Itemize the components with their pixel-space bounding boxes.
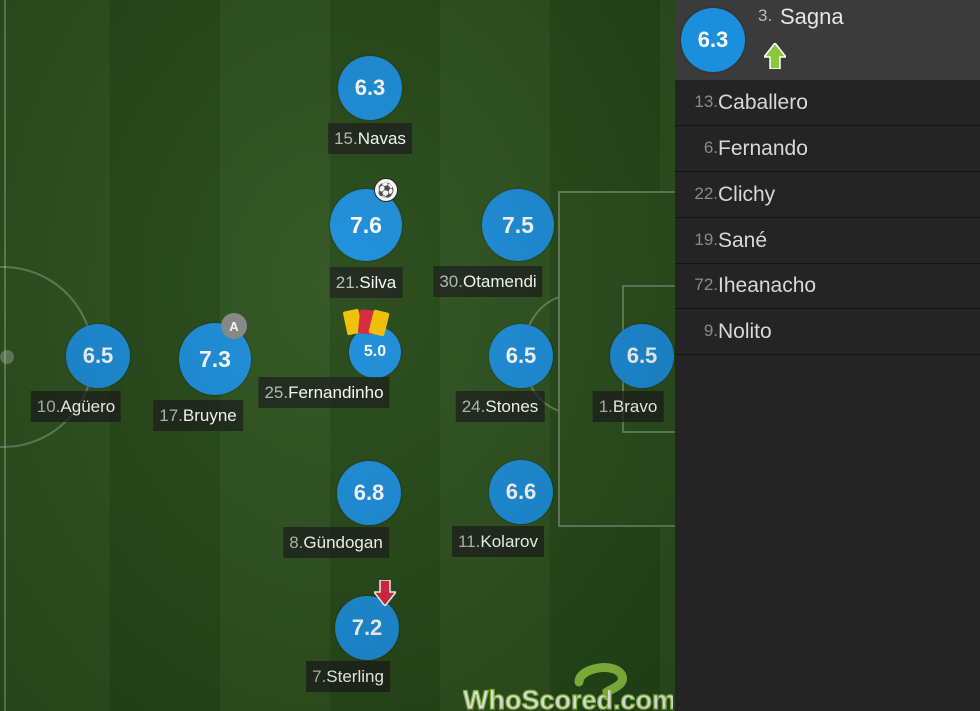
player-number: 7. xyxy=(312,667,327,686)
bench-row[interactable]: 22. Clichy xyxy=(675,173,980,218)
player-name: Nolito xyxy=(718,320,772,343)
player-number: 6. xyxy=(703,138,718,157)
bench-row[interactable]: 72. Iheanacho xyxy=(675,264,980,309)
rating-bubble: 6.5 xyxy=(610,324,674,388)
player-name: Sagna xyxy=(780,4,844,29)
player-number: 19. xyxy=(694,230,718,249)
player-name: Bruyne xyxy=(182,406,237,425)
player-name-label: 21.Silva xyxy=(329,267,403,298)
player-name-label: 30.Otamendi xyxy=(433,266,543,297)
player-name: Stones xyxy=(485,397,539,416)
subbed-off-arrow-icon xyxy=(374,580,396,606)
player-number: 72. xyxy=(694,275,718,294)
rating-bubble: 6.5 xyxy=(66,324,130,388)
player-name: Agüero xyxy=(60,397,116,416)
player-number: 30. xyxy=(439,272,463,291)
pitch: 6.3 15.Navas 7.6 ⚽ 21.Silva 7.5 30.Otame… xyxy=(0,0,675,711)
rating-bubble: 5.0 xyxy=(349,326,401,378)
rating-bubble: 6.3 xyxy=(338,56,402,120)
substitute-on-row[interactable]: 6.3 3. Sagna xyxy=(675,0,980,80)
player-name-label: 24.Stones xyxy=(455,391,545,422)
svg-text:WhoScored.com: WhoScored.com xyxy=(463,685,673,711)
substitutes-panel: 6.3 3. Sagna 13. Caballero 6. Fernando 2… xyxy=(675,0,980,711)
rating-bubble: 6.6 xyxy=(489,460,553,524)
player-number: 3. xyxy=(758,6,773,25)
rating-bubble: 7.2 xyxy=(335,596,399,660)
player-name-label: 11.Kolarov xyxy=(451,526,545,557)
player-name: Clichy xyxy=(718,183,776,206)
player-number: 9. xyxy=(703,321,718,340)
captain-badge-icon: A xyxy=(221,313,247,339)
player-name: Otamendi xyxy=(462,272,537,291)
yellow-red-card-icon xyxy=(342,308,401,340)
player-name: Navas xyxy=(357,129,406,148)
player-name-label: 1.Bravo xyxy=(592,391,664,422)
goal-ball-icon: ⚽ xyxy=(374,178,398,202)
rating-bubble: 7.5 xyxy=(482,189,554,261)
player-number: 22. xyxy=(694,184,718,203)
player-number: 17. xyxy=(159,406,183,425)
player-name-label: 10.Agüero xyxy=(30,391,122,422)
player-name-label: 25.Fernandinho xyxy=(258,377,390,408)
player-name: Iheanacho xyxy=(718,274,817,297)
player-number: 21. xyxy=(335,273,360,292)
player-name: Fernando xyxy=(718,137,808,160)
bench-row[interactable]: 19. Sané xyxy=(675,219,980,264)
player-name: Bravo xyxy=(612,397,658,416)
player-number: 10. xyxy=(36,397,61,416)
player-name: Gündogan xyxy=(303,533,383,552)
center-spot xyxy=(0,350,14,364)
player-number: 25. xyxy=(264,383,289,402)
player-name-label: 8.Gündogan xyxy=(283,527,389,558)
player-number: 1. xyxy=(598,397,613,416)
rating-bubble: 6.3 xyxy=(681,8,745,72)
player-name: Fernandinho xyxy=(288,383,384,402)
player-name-label: 17.Bruyne xyxy=(153,400,243,431)
player-name-label: 15.Navas xyxy=(328,123,412,154)
bench-row[interactable]: 6. Fernando xyxy=(675,127,980,172)
player-number: 8. xyxy=(289,533,304,552)
player-number: 13. xyxy=(694,92,718,111)
bench-row[interactable]: 9. Nolito xyxy=(675,310,980,355)
whoscored-logo: WhoScored.com xyxy=(463,663,673,711)
player-name: Silva xyxy=(359,273,397,292)
player-name: Kolarov xyxy=(480,532,539,551)
player-name: Sané xyxy=(718,229,768,252)
player-name: Sterling xyxy=(326,667,384,686)
bench-row[interactable]: 13. Caballero xyxy=(675,81,980,126)
player-number: 24. xyxy=(461,397,486,416)
player-name: Caballero xyxy=(718,91,808,114)
rating-bubble: 6.8 xyxy=(337,461,401,525)
rating-bubble: 6.5 xyxy=(489,324,553,388)
player-number: 11. xyxy=(457,532,481,551)
player-number: 15. xyxy=(334,129,358,148)
player-name-label: 7.Sterling xyxy=(306,661,390,692)
subbed-on-arrow-icon xyxy=(764,43,786,69)
